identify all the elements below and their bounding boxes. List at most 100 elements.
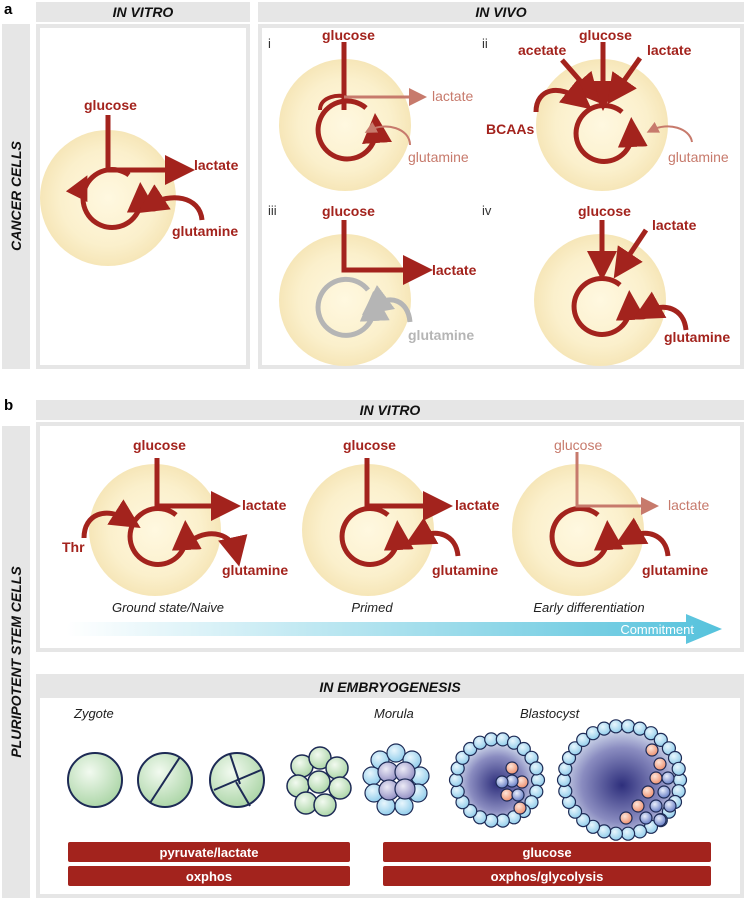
blastocyst-metabolism-bars: glucose oxphos/glycolysis — [383, 842, 711, 886]
b-in-vitro-header: IN VITRO — [360, 402, 421, 418]
lactate-label: lactate — [652, 217, 697, 233]
tca-cycle-arrow — [549, 506, 624, 567]
cell-halo — [302, 464, 434, 596]
lactate-label: lactate — [647, 42, 692, 58]
bcaas-arrow — [533, 78, 592, 113]
thr-label: Thr — [62, 539, 85, 555]
cell-halo — [40, 130, 176, 266]
primed-caption: Primed — [351, 600, 393, 615]
panel-b-letter: b — [4, 397, 13, 414]
glucose-label: glucose — [322, 203, 375, 219]
thr-arrow — [81, 499, 141, 539]
cancer-row-band — [2, 24, 30, 369]
glucose-to-lactate-arrow — [341, 220, 433, 285]
cancer-cells-label: CANCER CELLS — [8, 141, 24, 251]
oxphos-glycolysis-label: oxphos/glycolysis — [491, 869, 604, 884]
b-in-vitro-header-band — [36, 400, 744, 420]
trophectoderm-cell — [632, 824, 648, 839]
cancer-in-vitro-diagram: glucose lactate glutamine — [40, 97, 239, 266]
glutamine-label: glutamine — [408, 327, 474, 343]
trophectoderm-cell — [585, 819, 601, 834]
in-vitro-header-band — [36, 2, 250, 22]
embryo-4-cell — [209, 752, 265, 808]
lactate-label: lactate — [432, 88, 473, 104]
trophectoderm-cell — [671, 761, 686, 776]
glutamine-arrow — [190, 531, 248, 567]
oxphos-bar — [68, 866, 350, 886]
stem-row-band — [2, 426, 30, 898]
glutamine-arrow — [614, 517, 671, 557]
embryo-2-cell — [137, 752, 193, 808]
naive-caption: Ground state/Naive — [112, 600, 224, 615]
trophectoderm-cell — [463, 803, 478, 819]
cell-halo — [279, 59, 411, 191]
lactate-arrow — [613, 228, 649, 279]
early-blastocyst — [448, 732, 546, 828]
trophectoderm-cell — [463, 741, 478, 757]
pyruvate-lactate-label: pyruvate/lactate — [160, 845, 259, 860]
glutamine-arrow — [361, 285, 413, 323]
cancer-in-vivo-iv-diagram: iv glucose lactate glutamine — [482, 203, 730, 366]
bcaas-label: BCAAs — [486, 121, 534, 137]
trophectoderm-cell — [516, 741, 531, 757]
lactate-label: lactate — [455, 497, 500, 513]
in-vivo-header: IN VIVO — [475, 4, 526, 20]
cycle-inner-arrow — [65, 175, 88, 203]
glucose-to-lactate-arrow — [575, 452, 659, 515]
glucose-label: glucose — [322, 27, 375, 43]
tca-cycle-arrow — [315, 276, 390, 338]
lactate-label: lactate — [194, 157, 239, 173]
roman-i: i — [268, 36, 271, 51]
glucose-to-lactate-arrow — [364, 458, 453, 521]
inner-cell-mass-2 — [619, 743, 677, 827]
oxphos-glycolysis-bar — [383, 866, 711, 886]
early-differentiation-diagram: glucose lactate glutamine Early differen… — [512, 437, 709, 615]
trophectoderm-cell — [530, 772, 546, 788]
glucose-label: glucose — [578, 203, 631, 219]
glucose-label: glucose — [84, 97, 137, 113]
embryo-header: IN EMBRYOGENESIS — [319, 679, 461, 695]
commitment-label: Commitment — [620, 622, 694, 637]
glutamine-label: glutamine — [222, 562, 288, 578]
glutamine-arrow — [137, 184, 205, 221]
glucose-label: glucose — [133, 437, 186, 453]
cancer-in-vivo-ii-diagram: ii acetate glucose lactate BCAAs glutami… — [482, 27, 729, 191]
trophectoderm-cell — [608, 719, 624, 734]
late-blastocyst — [556, 719, 688, 841]
glucose-bar — [383, 842, 711, 862]
trophectoderm-cell — [620, 719, 636, 734]
embryo-8-cell — [286, 746, 352, 817]
trophectoderm-ring-1 — [448, 732, 546, 828]
roman-ii: ii — [482, 36, 488, 51]
tca-cycle-arrow — [339, 506, 414, 567]
cell-halo — [89, 464, 221, 596]
zygote-label: Zygote — [73, 706, 114, 721]
commitment-arrow: Commitment — [66, 614, 722, 644]
commitment-arrow-shape — [66, 614, 722, 644]
glutamine-label: glutamine — [408, 149, 469, 165]
zygote-1-cell — [67, 752, 123, 808]
naive-diagram: glucose lactate Thr glutamine Ground sta… — [62, 437, 288, 615]
primed-diagram: glucose lactate glutamine Primed — [302, 437, 500, 615]
glutamine-label: glutamine — [172, 223, 238, 239]
lactate-label: lactate — [242, 497, 287, 513]
trophectoderm-cell — [620, 826, 636, 841]
glutamine-arrow — [632, 291, 689, 331]
glucose-label: glucose — [554, 437, 602, 453]
trophectoderm-cell — [455, 750, 470, 765]
glucose-to-lactate-arrow — [105, 115, 195, 185]
trophectoderm-cell — [608, 826, 624, 841]
roman-iv: iv — [482, 203, 492, 218]
in-vivo-header-band — [258, 2, 744, 22]
glutamine-arrow — [646, 121, 693, 143]
trophectoderm-cell — [529, 761, 544, 776]
trophectoderm-cell — [450, 784, 465, 799]
roman-iii: iii — [268, 203, 277, 218]
glucose-to-lactate-arrow — [154, 458, 241, 521]
cell-halo — [279, 234, 411, 366]
lactate-label: lactate — [432, 262, 477, 278]
panel-a-letter: a — [4, 1, 13, 18]
glucose-label: glucose — [579, 27, 632, 43]
glutamine-label: glutamine — [432, 562, 498, 578]
